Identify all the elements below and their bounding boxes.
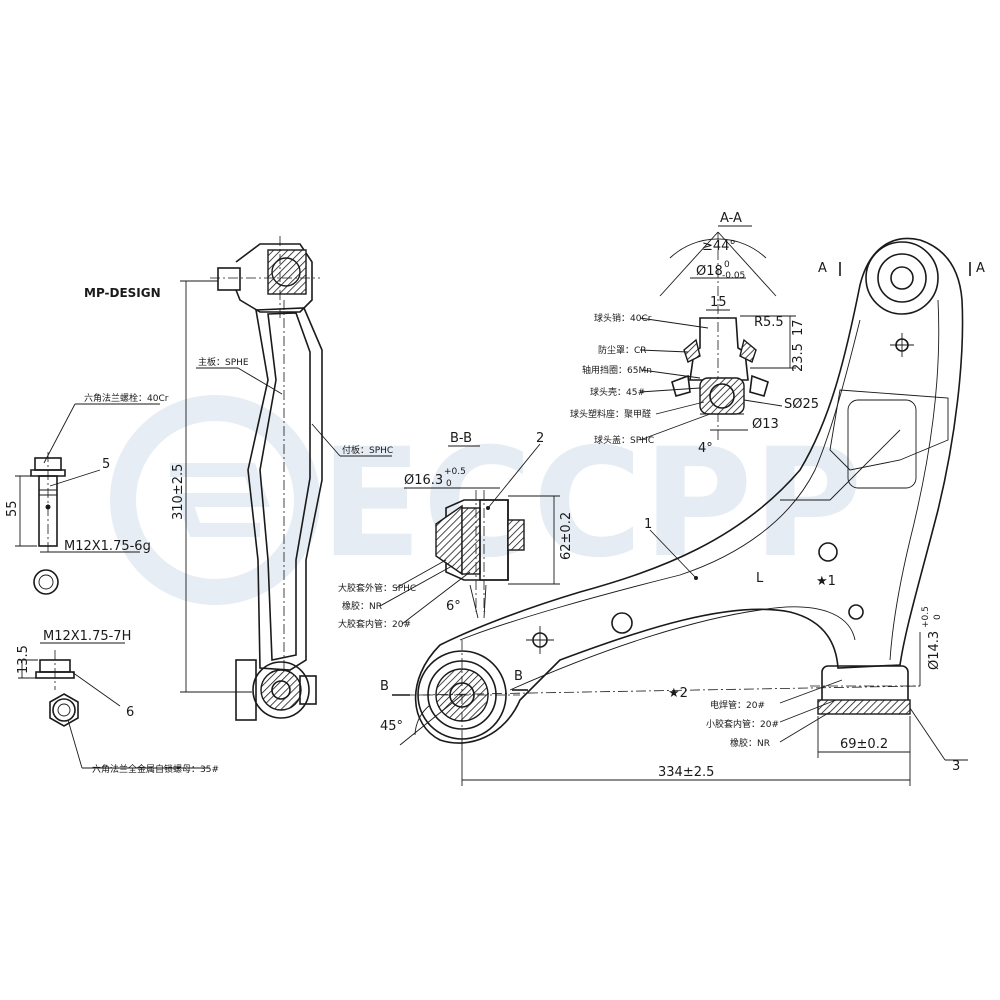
angle-44-dim: ≥44° (702, 239, 736, 254)
d18-tol-up: 0 (724, 260, 730, 270)
bolt-thread-dim: M12X1.75-6g (64, 539, 151, 554)
small-inner-label: 小胶套内管：20# (706, 718, 779, 730)
callout-3: 3 (952, 759, 960, 774)
d163-tol-down: 0 (446, 479, 452, 489)
control-arm-main-view: ★1 ★2 L 1 B B 45° A A 334±2.5 69±0.2 Ø14… (380, 237, 985, 786)
weld-tube-label: 电焊管：20# (710, 699, 765, 711)
angle-6-dim: 6° (446, 599, 461, 614)
d17-dim: 17 (791, 319, 806, 336)
main-plate-label: 主板：SPHE (198, 356, 249, 368)
section-aa-title: A-A (720, 211, 742, 226)
d163-tol-up: +0.5 (444, 467, 466, 477)
side-label: L (756, 571, 764, 586)
section-a-left: A (818, 261, 827, 276)
ball-seat-label: 球头塑料座：聚甲醛 (570, 408, 651, 420)
d18-dim: Ø18 (696, 264, 723, 279)
star-1: ★1 (816, 574, 836, 589)
arm-side-view: 310±2.5 主板：SPHE 付板：SPHC (171, 236, 393, 721)
watermark: ECCPP (110, 395, 863, 605)
d13-dim: Ø13 (752, 417, 779, 432)
section-b-left: B (380, 679, 389, 694)
d163-dim: Ø16.3 (404, 473, 443, 488)
flange-bolt-label: 六角法兰螺栓：40Cr (84, 392, 169, 404)
rubber-small-label: 橡胶：NR (730, 737, 770, 749)
section-a-right: A (976, 261, 985, 276)
brand-label: MP-DESIGN (84, 286, 161, 300)
d62-dim: 62±0.2 (559, 512, 574, 560)
callout-6: 6 (126, 705, 134, 720)
section-b-right: B (514, 669, 523, 684)
section-bb-title: B-B (450, 431, 472, 446)
section-bb: B-B Ø16.3 +0.5 0 62±0.2 6° 2 大胶套外管：SPHC … (338, 431, 574, 630)
star-2: ★2 (668, 686, 688, 701)
inner-sleeve-label: 大胶套内管：20# (338, 618, 411, 630)
d143-dim: Ø14.3 (927, 631, 942, 670)
nut-thread-dim: M12X1.75-7H (43, 629, 131, 644)
callout-5: 5 (102, 457, 110, 472)
angle-4-dim: 4° (698, 441, 713, 456)
flange-bolt-view: 55 M12X1.75-6g 5 六角法兰螺栓：40Cr (5, 392, 169, 595)
ball-pin-label: 球头销：40Cr (594, 312, 652, 324)
d143-tol-down: 0 (933, 614, 943, 620)
rubber-bb-label: 橡胶：NR (342, 600, 382, 612)
flange-nut-view: M12X1.75-7H 13.5 6 六角法兰全金属自锁螺母：35# (16, 629, 219, 775)
d18-tol-down: -0.05 (722, 271, 745, 281)
d143-tol-up: +0.5 (921, 606, 931, 628)
nut-height-dim: 13.5 (16, 645, 31, 674)
s025-dim: SØ25 (784, 397, 819, 412)
outer-sleeve-label: 大胶套外管：SPHC (338, 582, 416, 594)
arm-length-dim: 310±2.5 (171, 464, 186, 520)
bush-length-dim: 69±0.2 (840, 737, 888, 752)
section-aa: A-A ≥44° Ø18 0 -0.05 15 R5.5 17 23.5 SØ2… (570, 211, 819, 456)
dust-cover-label: 防尘罩：CR (598, 344, 647, 356)
d15-dim: 15 (710, 295, 727, 310)
callout-1: 1 (644, 517, 652, 532)
ball-shell-label: 球头壳：45# (590, 386, 645, 398)
angle-45-dim: 45° (380, 719, 403, 734)
retainer-label: 轴用挡圈：65Mn (582, 364, 652, 376)
ball-cover-label: 球头盖：SPHC (594, 434, 654, 446)
flange-nut-label: 六角法兰全金属自锁螺母：35# (92, 763, 219, 775)
callout-2: 2 (536, 431, 544, 446)
aux-plate-label: 付板：SPHC (342, 444, 393, 456)
r55-dim: R5.5 (754, 315, 784, 330)
watermark-text: ECCPP (320, 417, 863, 591)
bolt-length-dim: 55 (5, 500, 20, 517)
total-length-dim: 334±2.5 (658, 765, 714, 780)
d235-dim: 23.5 (791, 343, 806, 372)
